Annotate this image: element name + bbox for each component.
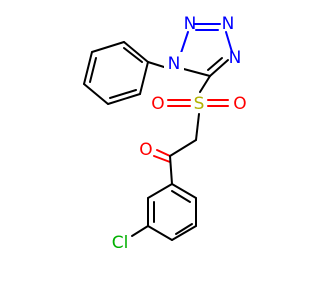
bond bbox=[195, 113, 200, 141]
bond bbox=[83, 51, 93, 85]
phenyl-ring bbox=[83, 41, 149, 105]
atom-label-o3: O bbox=[139, 140, 152, 160]
atom-background bbox=[164, 52, 184, 74]
bond bbox=[171, 183, 197, 199]
bond bbox=[131, 225, 149, 237]
bond bbox=[109, 89, 137, 99]
bond bbox=[123, 47, 143, 63]
bond bbox=[179, 67, 211, 77]
bond bbox=[169, 155, 173, 185]
bond bbox=[123, 41, 149, 63]
molecule-structure-diagram: N N N N S O O O Cl bbox=[83, 14, 247, 253]
bond bbox=[107, 93, 141, 105]
sulfonyl-group bbox=[167, 99, 229, 107]
atom-label-n2: N bbox=[184, 14, 197, 34]
bond bbox=[91, 41, 125, 53]
bond bbox=[171, 190, 191, 203]
bond bbox=[209, 59, 229, 77]
bond bbox=[169, 139, 197, 157]
chlorophenyl-ring bbox=[147, 183, 197, 241]
bond bbox=[156, 149, 171, 157]
bond bbox=[199, 75, 211, 93]
atom-labels: N N N N S O O O Cl bbox=[112, 14, 247, 253]
bond bbox=[147, 61, 165, 68]
atom-label-n4: N bbox=[229, 48, 242, 68]
atom-label-o2: O bbox=[233, 94, 246, 114]
bond bbox=[89, 57, 97, 83]
atom-label-s1: S bbox=[194, 94, 205, 114]
bond bbox=[225, 31, 233, 53]
bond bbox=[171, 225, 197, 241]
bond bbox=[147, 183, 173, 199]
bond bbox=[207, 57, 223, 71]
bond bbox=[153, 155, 171, 163]
bond bbox=[139, 61, 149, 95]
atom-label-n1: N bbox=[168, 54, 181, 74]
bond bbox=[83, 83, 109, 105]
atom-label-o1: O bbox=[151, 94, 164, 114]
atom-label-cl1: Cl bbox=[112, 233, 129, 253]
bond bbox=[147, 225, 173, 241]
atom-label-n3: N bbox=[222, 14, 235, 34]
bond bbox=[175, 223, 193, 235]
